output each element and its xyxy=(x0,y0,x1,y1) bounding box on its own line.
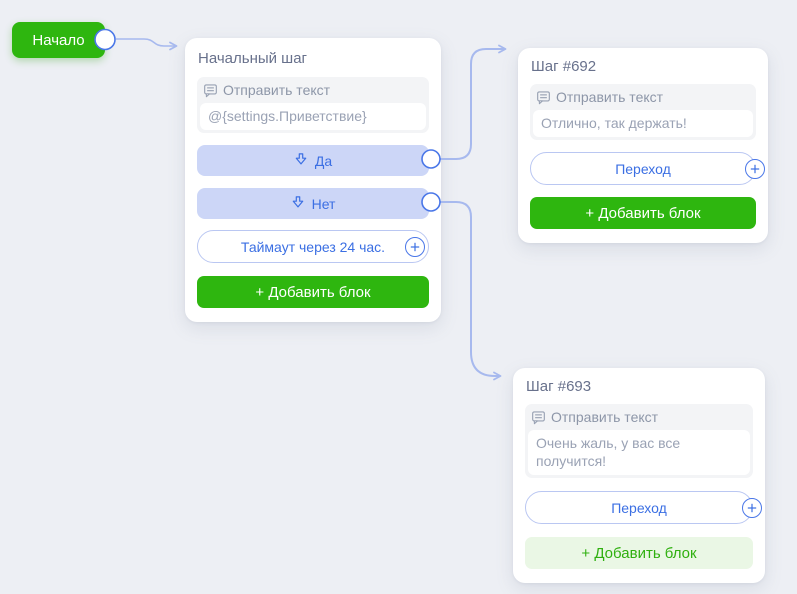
quick-reply-yes-label: Да xyxy=(314,152,333,169)
send-text-label: Отправить текст xyxy=(551,409,659,425)
message-icon xyxy=(203,83,218,98)
quick-reply-no-button[interactable]: Нет xyxy=(197,188,429,219)
connector-start-to-initial xyxy=(116,38,178,51)
send-text-label: Отправить текст xyxy=(556,89,664,105)
send-text-header: Отправить текст xyxy=(200,80,426,103)
start-node[interactable]: Начало xyxy=(12,22,105,58)
send-text-header: Отправить текст xyxy=(533,87,753,110)
connector-no-to-step693 xyxy=(440,201,502,381)
plus-icon[interactable] xyxy=(405,236,425,257)
send-text-label: Отправить текст xyxy=(223,82,331,98)
send-text-block[interactable]: Отправить текст Отлично, так держать! xyxy=(530,84,756,140)
message-icon xyxy=(536,90,551,105)
node-initial-step[interactable]: Начальный шаг Отправить текст @{settings… xyxy=(185,38,441,322)
send-text-block[interactable]: Отправить текст Очень жаль, у вас все по… xyxy=(525,404,753,478)
down-arrow-icon xyxy=(294,152,308,169)
node-step-693[interactable]: Шаг #693 Отправить текст Очень жаль, у в… xyxy=(513,368,765,583)
connector-port-yes[interactable] xyxy=(421,149,441,169)
quick-reply-no-label: Нет xyxy=(311,195,336,212)
node-title: Начальный шаг xyxy=(198,50,308,67)
plus-icon[interactable] xyxy=(742,497,762,518)
down-arrow-icon xyxy=(291,195,305,212)
message-text-value[interactable]: Очень жаль, у вас все получится! xyxy=(528,430,750,475)
transition-label: Переход xyxy=(615,160,671,177)
add-block-button[interactable]: + Добавить блок xyxy=(530,197,756,229)
send-text-block[interactable]: Отправить текст @{settings.Приветствие} xyxy=(197,77,429,133)
message-icon xyxy=(531,410,546,425)
add-block-button[interactable]: + Добавить блок xyxy=(197,276,429,308)
transition-button[interactable]: Переход xyxy=(525,491,762,524)
node-title: Шаг #692 xyxy=(531,58,597,75)
add-block-button[interactable]: + Добавить блок xyxy=(525,537,753,569)
transition-button[interactable]: Переход xyxy=(530,152,765,185)
connector-port-start[interactable] xyxy=(94,28,116,51)
message-text-value[interactable]: @{settings.Приветствие} xyxy=(200,103,426,130)
quick-reply-yes-button[interactable]: Да xyxy=(197,145,429,176)
connector-yes-to-step692 xyxy=(440,44,507,160)
timeout-label: Таймаут через 24 час. xyxy=(240,238,386,255)
connector-port-no[interactable] xyxy=(421,192,441,212)
transition-label: Переход xyxy=(611,499,667,516)
message-text-value[interactable]: Отлично, так держать! xyxy=(533,110,753,137)
send-text-header: Отправить текст xyxy=(528,407,750,430)
node-step-692[interactable]: Шаг #692 Отправить текст Отлично, так де… xyxy=(518,48,768,243)
node-title: Шаг #693 xyxy=(526,378,592,395)
timeout-button[interactable]: Таймаут через 24 час. xyxy=(197,230,429,263)
plus-icon[interactable] xyxy=(745,158,765,179)
